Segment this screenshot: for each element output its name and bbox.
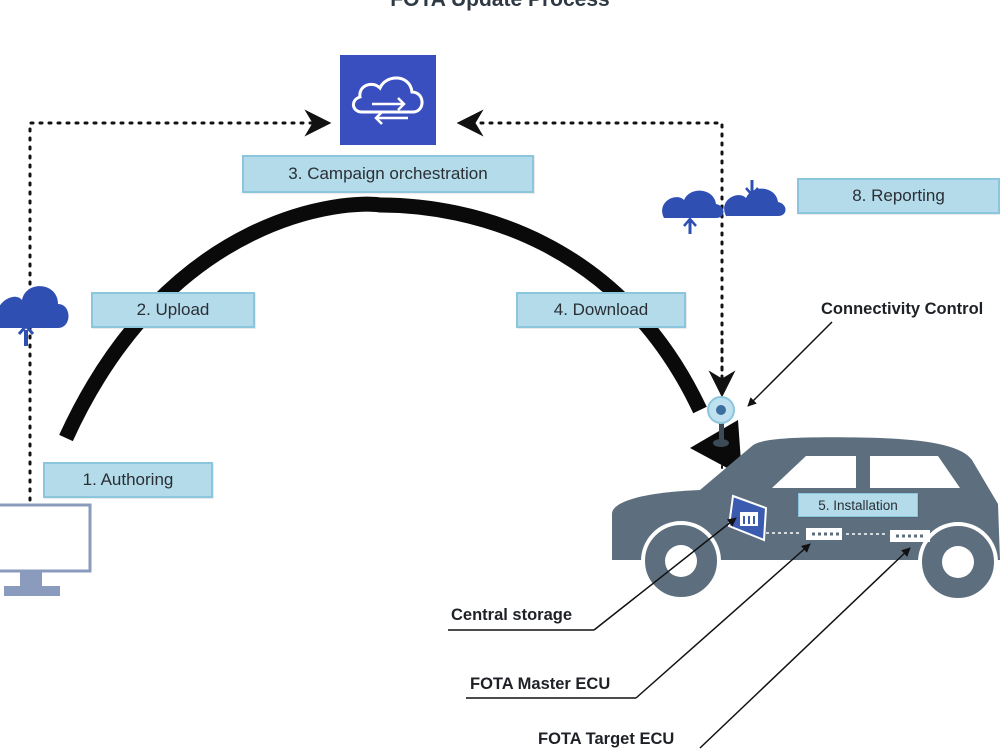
diagram-title: FOTA Update Process <box>0 0 1000 12</box>
reporting-download-cloud-icon <box>724 180 786 216</box>
cloud-sync-icon <box>340 55 436 145</box>
step-campaign-orchestration: 3. Campaign orchestration <box>242 155 534 193</box>
step-reporting: 8. Reporting <box>797 178 1000 214</box>
leader-connectivity <box>747 321 833 407</box>
car-icon <box>612 437 1000 602</box>
callout-master-ecu: FOTA Master ECU <box>470 675 611 693</box>
callout-target-ecu: FOTA Target ECU <box>538 730 675 748</box>
callout-connectivity-control: Connectivity Control <box>821 300 984 318</box>
leader-central-storage <box>593 517 737 631</box>
dotted-path-left <box>28 109 332 502</box>
upload-download-arc <box>59 196 707 442</box>
antenna-icon <box>707 396 735 447</box>
step-download: 4. Download <box>516 292 686 328</box>
reporting-upload-cloud-icon <box>662 190 724 234</box>
callout-central-storage: Central storage <box>451 606 573 624</box>
step-installation: 5. Installation <box>798 493 918 517</box>
upload-cloud-icon <box>0 286 69 346</box>
computer-monitor-icon <box>0 503 92 596</box>
central-storage-icon <box>727 494 768 542</box>
step-authoring: 1. Authoring <box>43 462 213 498</box>
arc-arrowhead <box>690 420 742 476</box>
target-ecu-icon <box>890 530 930 542</box>
leader-master-ecu <box>635 543 811 699</box>
ecu-bus-line <box>766 532 886 535</box>
step-upload: 2. Upload <box>91 292 255 328</box>
leader-target-ecu <box>699 547 911 749</box>
master-ecu-icon <box>806 528 842 540</box>
